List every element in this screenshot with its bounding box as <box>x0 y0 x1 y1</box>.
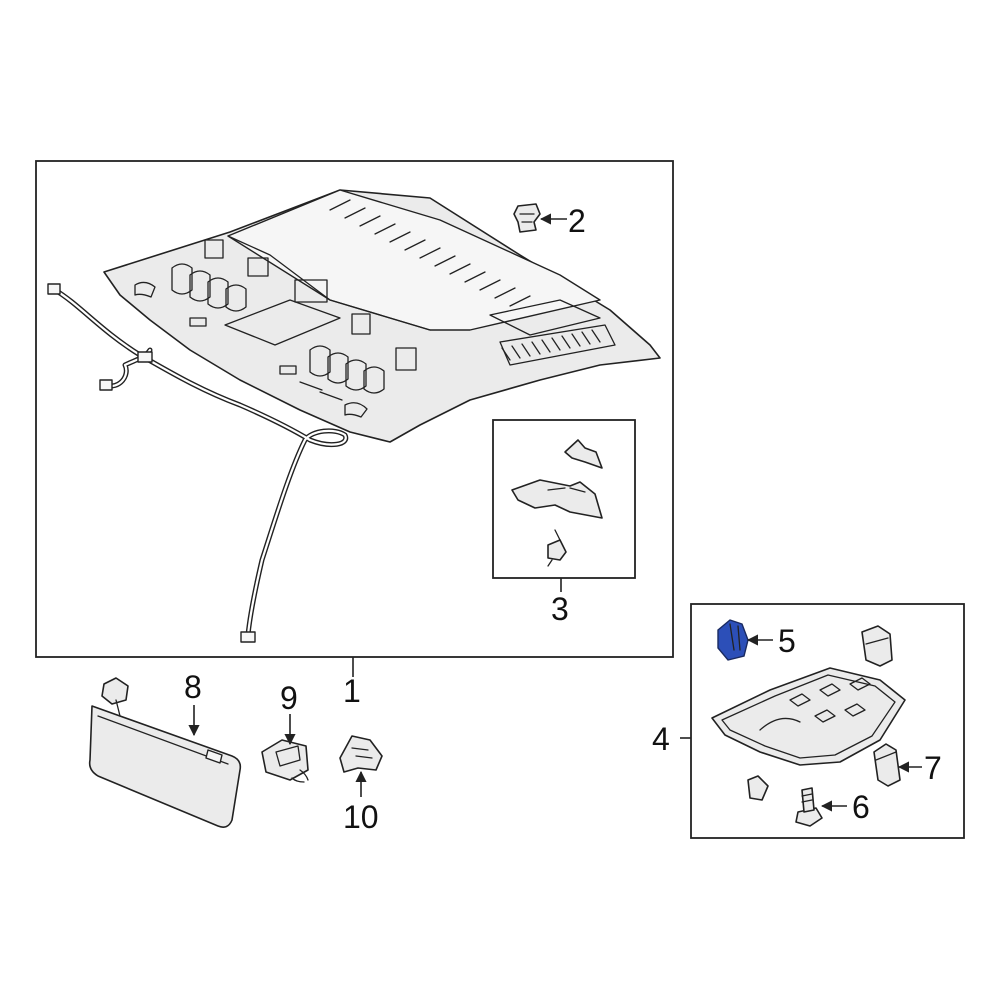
callout-10: 10 <box>343 799 379 835</box>
callout-1: 1 <box>343 673 361 709</box>
clip-part-10[interactable] <box>339 735 383 773</box>
highlighted-part-5[interactable] <box>717 619 749 661</box>
wire-harness[interactable] <box>47 283 349 643</box>
callout-9: 9 <box>280 680 298 716</box>
callout-8: 8 <box>184 669 202 705</box>
small-clip[interactable] <box>747 775 769 801</box>
sun-visor-part-8[interactable] <box>88 677 242 828</box>
bracket-group-frame <box>492 419 636 579</box>
headliner-group-frame <box>35 160 674 658</box>
bulb-part-7[interactable] <box>873 743 901 787</box>
callout-6: 6 <box>852 789 870 825</box>
clip-part-2[interactable] <box>513 203 541 233</box>
headliner-panel[interactable] <box>103 189 661 443</box>
callout-2: 2 <box>568 203 586 239</box>
dome-lamp-group-frame <box>690 603 965 839</box>
visor-holder-part-9[interactable] <box>261 739 309 783</box>
callout-7: 7 <box>924 750 942 786</box>
callout-3: 3 <box>551 591 569 627</box>
lamp-switch[interactable] <box>861 625 893 667</box>
callout-4: 4 <box>652 721 670 757</box>
screw-part-6[interactable] <box>795 787 823 827</box>
callout-5: 5 <box>778 623 796 659</box>
dome-lamp-housing[interactable] <box>711 667 906 766</box>
bracket-part-3[interactable] <box>511 439 603 567</box>
